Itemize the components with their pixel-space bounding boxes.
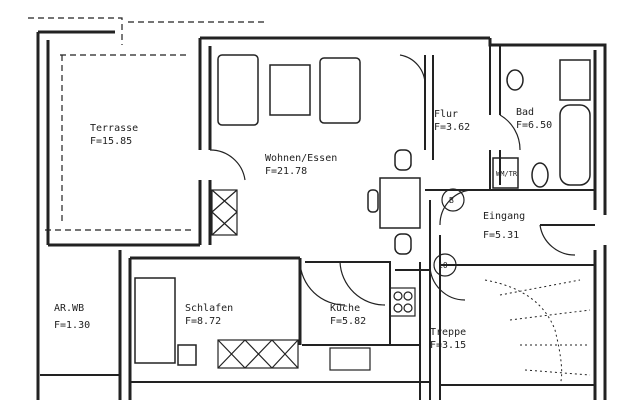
exterior-walls <box>36 30 607 400</box>
room-area: F=3.15 <box>430 340 467 351</box>
marker-10: 10 <box>438 261 448 270</box>
marker-10-circle <box>433 253 457 277</box>
stove <box>389 287 416 317</box>
sink <box>329 347 371 371</box>
room-area: F=5.31 <box>483 230 520 241</box>
room-abstellraum: AR.WB F=1.30 <box>54 302 90 332</box>
room-area: F=8.72 <box>185 316 222 327</box>
marker-b: B <box>449 196 454 205</box>
interior-walls <box>40 45 595 400</box>
cabinet-x <box>211 189 299 369</box>
marker-b-circle <box>441 188 465 212</box>
room-name: Wohnen/Essen <box>265 153 338 164</box>
room-name: AR.WB <box>54 303 85 314</box>
room-name: Küche <box>330 303 361 314</box>
staircase <box>484 279 591 386</box>
room-name: Bad <box>516 107 535 118</box>
dining-table <box>367 149 421 255</box>
room-area: F=15.85 <box>90 136 133 147</box>
bed <box>134 277 197 366</box>
room-area: F=5.82 <box>330 316 367 327</box>
bathroom-fixtures <box>492 59 591 189</box>
room-name: Terrasse <box>90 123 139 134</box>
washer-label: WM/TR <box>496 170 518 178</box>
room-name: Flur <box>434 109 459 120</box>
door-swings <box>209 54 576 306</box>
room-name: Schlafen <box>185 303 234 314</box>
room-area: F=6.50 <box>516 120 553 131</box>
room-area: F=3.62 <box>434 122 471 133</box>
terrace-outline <box>28 17 268 231</box>
room-area: F=1.30 <box>54 320 91 331</box>
room-name: Treppe <box>430 327 467 338</box>
room-area: F=21.78 <box>265 166 308 177</box>
sofa-set <box>217 54 361 126</box>
room-name: Eingang <box>483 211 526 222</box>
